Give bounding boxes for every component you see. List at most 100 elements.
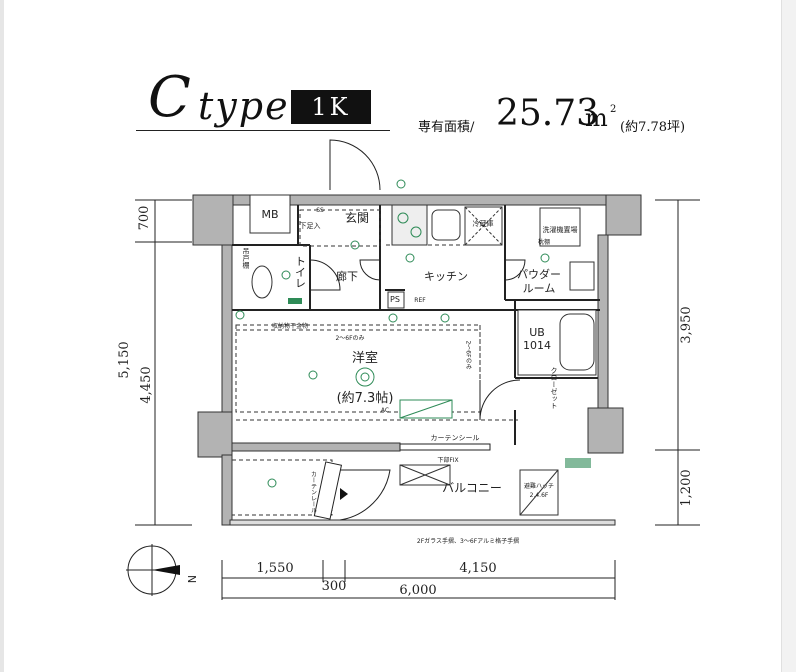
shelf-label: 枕棚 [538,238,550,246]
column-left [197,411,233,458]
area-unit: m [585,104,608,132]
right-frame-edge [781,0,796,672]
mb-box [249,194,291,234]
window-slider [399,443,491,451]
dim-bottom-6000: 6,000 [399,583,436,598]
outlet-icon [350,240,360,250]
toilet-bowl [251,265,273,299]
balcony-door [330,469,391,521]
dim-right-3950: 3,950 [679,306,694,343]
dim-bottom-300: 300 [322,579,347,594]
windows [313,443,491,520]
hatch-label: 避難ハッチ [524,482,554,490]
toilet-door [309,259,341,291]
washer-space [539,207,581,247]
entrance-door [329,139,381,191]
dim-bottom-4150: 4,150 [459,561,496,576]
outlet-icon [440,313,450,323]
dimension-lines [135,199,700,600]
left-frame-edge [0,0,4,672]
corridor-door [359,259,381,281]
vanity-basin [569,261,595,291]
outlet-icon [540,253,550,263]
dim-bottom-1550: 1,550 [256,561,293,576]
floor-note-label: 2～6Fのみ [335,335,364,342]
ss-label: SS [316,207,324,214]
curtain-rail-label: カーテンレール [310,471,317,513]
curtain-label: カーテンシール [431,434,480,442]
header-rule [136,130,390,131]
kitchen-sink [431,209,461,241]
powder-label-2: ルーム [523,282,556,295]
refrigerator-label: 冷蔵庫 [473,219,494,228]
wall-top-left [192,194,234,246]
outlet-icon [308,370,318,380]
ls-label: 下足入 [300,222,321,230]
wall-right [597,234,609,411]
type-letter: C [148,65,191,130]
washer-label: 洗濯機置場 [543,225,578,234]
bathtub [559,313,595,371]
genkan-label: 玄関 [345,210,369,225]
layout-badge: 1K [291,90,371,124]
room-door [479,379,521,421]
youshitsu-size-label: (約7.3帖) [337,391,394,406]
ub-label: UB [529,326,545,339]
ps-label: PS [390,295,400,304]
area-unit-superscript: 2 [610,104,617,115]
wall-top [232,194,634,206]
area-tsubo: (約7.78坪) [620,120,686,135]
fixtures: MB [235,179,597,516]
dim-left-5150: 5,150 [117,341,132,378]
dim-left-4450: 4,450 [139,366,154,403]
wall-top-right [605,194,642,236]
walls [192,194,642,526]
partitions [232,205,600,445]
wall-balcony-top [231,442,401,452]
youshitsu-label: 洋室 [352,350,378,366]
dim-left-700: 700 [137,206,152,231]
kitchen-label: キッチン [424,270,468,283]
compass-arrow-icon [152,565,180,575]
closet-label: クローゼット [550,367,558,409]
floor-note-vertical-label: 2～6Fのみ [465,340,472,370]
mb-label: MB [261,208,278,221]
room-labels: 玄関 下足入 トイレ 廊下 キッチン 冷蔵庫 パウダー ルーム 洗濯機置場 UB… [242,207,578,545]
rouka-label: 廊下 [336,269,358,283]
arrow-icon [340,488,348,500]
hatch-size-label: 2.4.6F [530,492,549,499]
outlet-icon [388,313,398,323]
ref-label: REF [414,297,426,304]
outlet-icon [267,478,277,488]
ceiling-light-icon [355,367,375,387]
ps-box [387,291,405,309]
burner-icon [397,212,409,224]
area-value: 25.73 [496,93,600,134]
compass-north-label: N [185,575,198,583]
toilet-label: トイレ [294,256,307,289]
outlet-icon [235,310,245,320]
outlet-icon [281,270,291,280]
type-word: type [198,84,290,128]
stove [391,204,428,246]
balcony-label: バルコニー [442,481,502,495]
dim-right-1200: 1,200 [679,469,694,506]
toilet-fixture-icon [288,298,302,304]
powder-door [504,259,526,281]
powder-label-1: パウダー [517,267,561,281]
stored-items-label: 収納物干金物 [272,322,308,330]
balcony-glass-panel [313,461,343,520]
area-label: 専有面積/ [418,120,475,135]
outlet-icon [396,179,406,189]
water-heater-icon [565,458,591,468]
burner-icon [410,226,422,238]
outlet-icon [405,253,415,263]
column-right [587,407,624,454]
railing-label: 2Fガラス手摺、3～6Fアルミ格子手摺 [417,537,519,545]
window-frame-label: 下部FIX [437,456,458,464]
wall-balcony-left [221,454,233,526]
compass: N [126,544,198,596]
ub-size-label: 1014 [523,339,551,352]
